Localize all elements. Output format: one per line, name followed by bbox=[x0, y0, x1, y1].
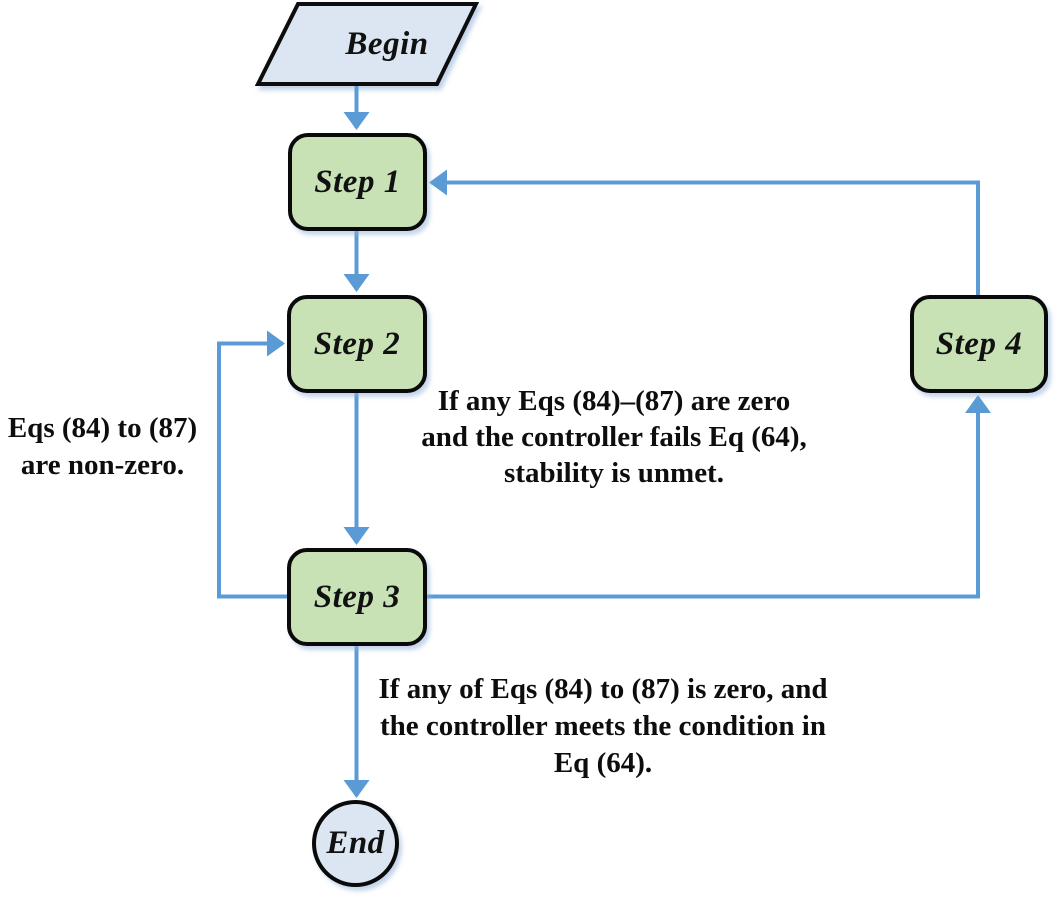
node-step1-label: Step 1 bbox=[314, 163, 401, 200]
node-step3-label: Step 3 bbox=[313, 578, 401, 615]
node-step4: Step 4 bbox=[910, 295, 1048, 393]
node-end: End bbox=[312, 800, 399, 887]
connector-step3-step2-loop bbox=[217, 330, 287, 599]
begin-parallelogram-shape bbox=[254, 2, 480, 86]
annotation-loop-back: Eqs (84) to (87) are non-zero. bbox=[7, 412, 198, 481]
node-end-label: End bbox=[326, 825, 385, 861]
node-step1: Step 1 bbox=[288, 133, 427, 231]
node-step4-label: Step 4 bbox=[935, 325, 1023, 362]
node-step3: Step 3 bbox=[287, 548, 427, 646]
node-begin: Begin bbox=[298, 4, 476, 84]
node-step2: Step 2 bbox=[287, 295, 427, 393]
node-step2-label: Step 2 bbox=[313, 325, 401, 362]
node-begin-label: Begin bbox=[345, 25, 429, 62]
connector-step4-step1 bbox=[429, 169, 980, 295]
annotation-step3-to-step4: If any Eqs (84)–(87) are zero and the co… bbox=[421, 385, 807, 489]
connector-step3-step4 bbox=[427, 395, 991, 599]
annotation-step3-to-end: If any of Eqs (84) to (87) is zero, and … bbox=[378, 673, 828, 779]
